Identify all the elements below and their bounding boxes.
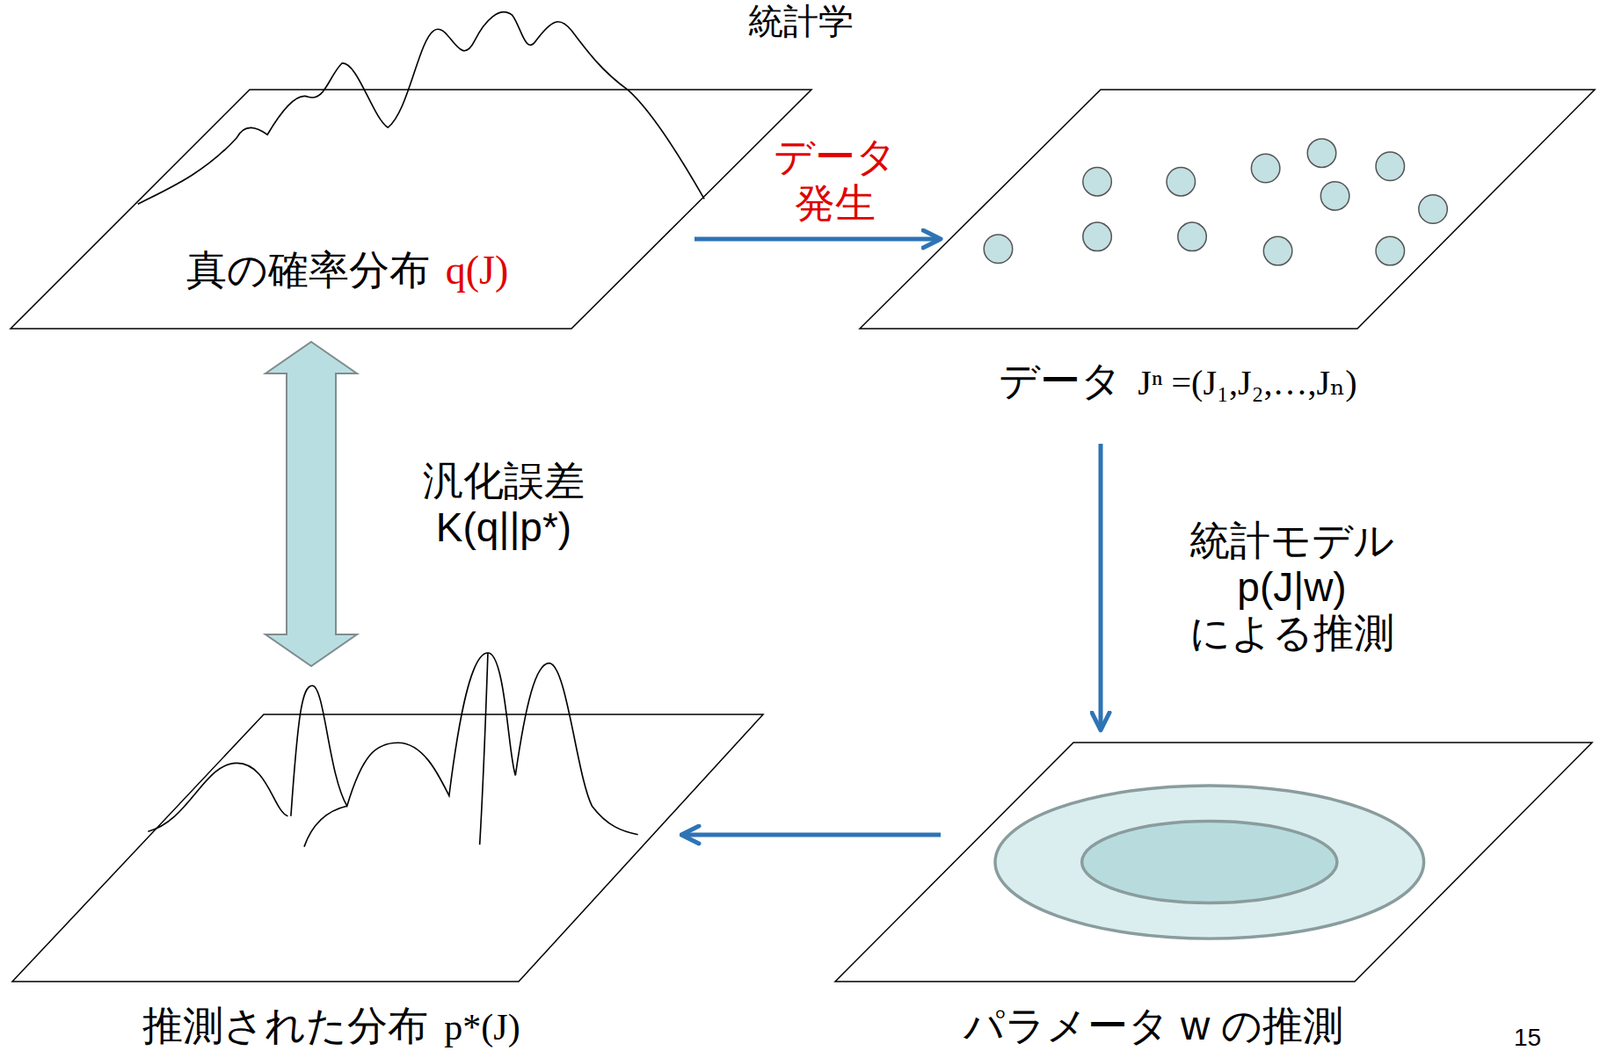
- node-label: p*(J): [443, 1007, 520, 1049]
- data-point: [1418, 195, 1448, 225]
- flow-arrow: [1098, 443, 1104, 731]
- data-point: [983, 234, 1013, 264]
- node-label: 真の確率分布: [186, 247, 430, 294]
- node-label: データ: [998, 358, 1122, 405]
- data-point: [1083, 167, 1113, 197]
- edge-label: データ 発生: [769, 133, 902, 227]
- plane-node: 推測された分布 p*(J): [12, 714, 765, 1054]
- data-point: [1320, 181, 1350, 211]
- plane-node: 真の確率分布 q(J): [10, 89, 812, 329]
- data-point: [1375, 236, 1405, 266]
- plane-node: データ Jⁿ =(J₁,J₂,…,Jₙ): [859, 89, 1599, 420]
- estimated-distribution-curve: [147, 763, 288, 832]
- plane-shape: [10, 89, 812, 329]
- node-label: 推測された分布: [142, 1003, 429, 1050]
- page-number: 15: [1513, 1025, 1542, 1053]
- slide-title: 統計学: [748, 1, 854, 41]
- data-point: [1166, 167, 1196, 197]
- edge-label: 汎化誤差 K(q||p*): [402, 458, 605, 552]
- plane-outline: [859, 89, 1595, 329]
- true-distribution-curve: [138, 12, 705, 204]
- plane-outline: [835, 742, 1593, 982]
- data-point: [1263, 236, 1293, 266]
- posterior-inner: [1082, 821, 1338, 904]
- flow-arrow: [681, 833, 941, 838]
- data-point: [1178, 222, 1208, 252]
- estimated-distribution-curve: [480, 653, 488, 845]
- plane-shape: [12, 714, 765, 1054]
- label-row: パラメータ w の推測: [963, 1003, 1344, 1050]
- label-row: 真の確率分布 q(J): [186, 247, 510, 294]
- flow-arrow: [694, 237, 941, 242]
- double-block-arrow: [265, 341, 357, 667]
- plane-outline: [12, 714, 764, 982]
- posterior-outer: [995, 785, 1425, 939]
- data-point: [1083, 222, 1113, 252]
- node-label: パラメータ w の推測: [963, 1003, 1344, 1050]
- plane-outline: [10, 89, 812, 329]
- label-row: 推測された分布 p*(J): [142, 1003, 520, 1050]
- node-label: Jⁿ =(J₁,J₂,…,Jₙ): [1137, 363, 1357, 404]
- estimated-distribution-curve: [304, 806, 348, 847]
- edge-label: 統計モデル p(J|w) による推測: [1184, 517, 1400, 658]
- data-point: [1250, 153, 1280, 183]
- label-row: データ Jⁿ =(J₁,J₂,…,Jₙ): [998, 358, 1357, 405]
- node-label: q(J): [445, 247, 510, 294]
- plane-node: パラメータ w の推測: [835, 742, 1597, 1054]
- data-point: [1375, 152, 1405, 182]
- illustration-group: [138, 12, 1448, 939]
- data-point: [1307, 138, 1337, 168]
- data-points: [983, 138, 1448, 266]
